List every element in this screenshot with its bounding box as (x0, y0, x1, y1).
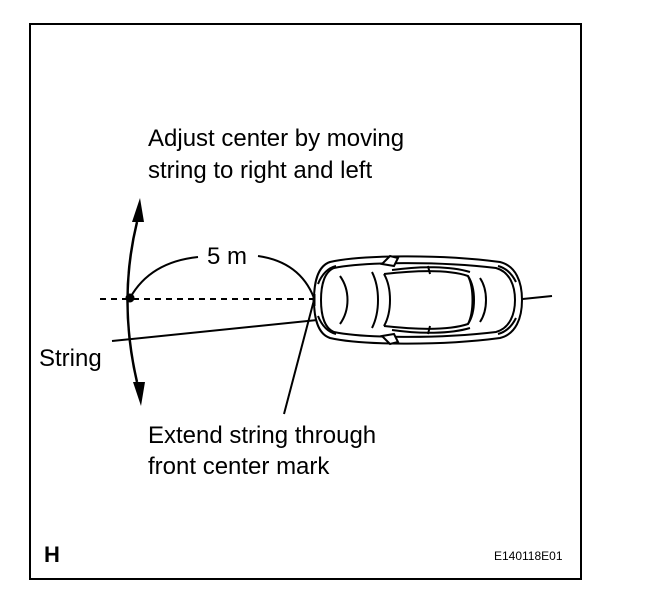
distance-arc (129, 255, 315, 299)
center-point-icon (125, 293, 135, 303)
adjust-center-label-line2: string to right and left (148, 157, 373, 184)
adjust-center-label-line1: Adjust center by moving (148, 125, 405, 152)
string-label: String (39, 345, 102, 372)
car-top-view-icon (312, 254, 524, 346)
front-mark-leader (283, 299, 315, 415)
extend-string-label-line1: Extend string through (148, 422, 377, 449)
figure-frame (29, 23, 582, 580)
arrowhead-down-icon (133, 382, 145, 406)
distance-label: 5 m (207, 243, 248, 270)
extend-string-label-line2: front center mark (148, 453, 330, 480)
arrowhead-up-icon (132, 198, 144, 222)
view-letter: H (44, 542, 60, 567)
figure-code: E140118E01 (494, 549, 563, 563)
